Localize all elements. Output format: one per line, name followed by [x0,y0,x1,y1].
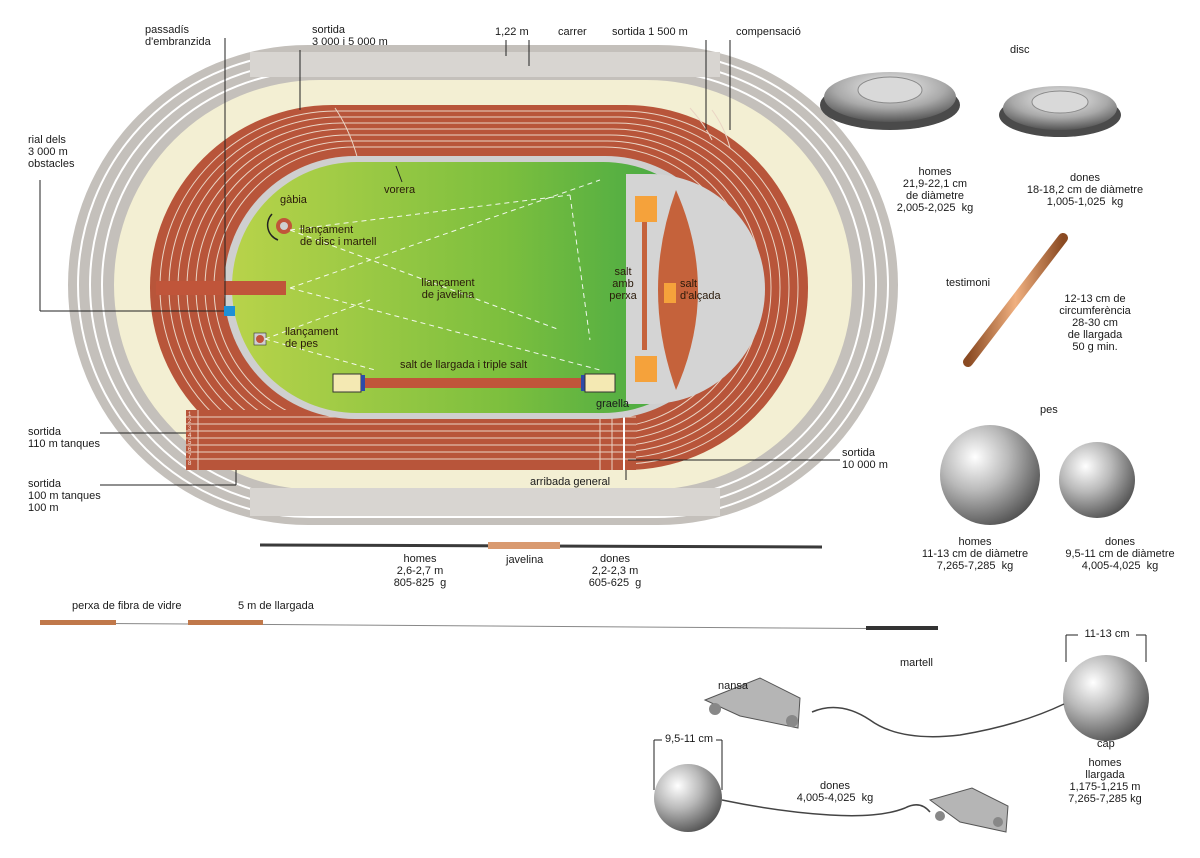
lane-number: 2 [188,419,192,425]
label-compensation: compensació [736,26,801,38]
label-discus-hammer-throw: llançament de disc i martell [300,224,377,248]
javelin-title: javelina [506,554,544,566]
fiberglass-pole [39,620,939,630]
shot-women-spec: dones 9,5-11 cm de diàmetre 4,005-4,025 … [1065,536,1175,572]
hammer-head-diameter-women: 9,5-11 cm [662,733,716,745]
label-start-3000-5000: sortida 3 000 i 5 000 m [312,24,388,48]
pole-length: 5 m de llargada [238,600,314,612]
lane-number: 6 [188,447,192,453]
hammer-men [703,634,1149,741]
label-lane-width: 1,22 m [495,26,529,38]
lane-number: 1 [188,412,192,418]
label-pole-vault: salt amb perxa [609,266,637,302]
shot-put-women [1059,442,1135,518]
baton-title: testimoni [946,277,991,289]
label-long-triple-jump: salt de llargada i triple salt [400,359,528,371]
label-street: carrer [558,26,587,38]
disc-men [820,72,960,130]
shot-put-men [940,425,1040,525]
javelin [259,542,823,549]
label-cage: gàbia [280,194,307,206]
label-javelin-throw: llançament de javelina [421,277,475,301]
hammer-women-spec: dones 4,005-4,025 kg [796,780,874,804]
disc-women [999,86,1121,137]
lane-number: 4 [188,433,192,439]
lane-number: 8 [188,461,192,467]
lane-number: 5 [188,440,192,446]
lane-numbers: 1 2 3 4 5 6 7 8 [188,412,198,468]
baton-spec: 12-13 cm de circumferència 28-30 cm de l… [1059,293,1131,353]
infield [156,156,765,419]
label-curb: vorera [384,184,416,196]
relay-baton [963,233,1068,367]
label-high-jump: salt d'alçada [680,278,721,302]
hammer-handle-label: nansa [718,680,748,692]
callout-lines [39,38,840,486]
shot-title: pes [1040,404,1058,416]
hammer-women [653,739,1009,833]
shot-men-spec: homes 11-13 cm de diàmetre 7,265-7,285 k… [921,536,1029,572]
pole-title: perxa de fibra de vidre [72,600,182,612]
javelin-men-spec: homes 2,6-2,7 m 805-825 g [393,553,447,589]
label-starting-grid: graella [596,398,630,410]
lane-number: 7 [188,454,192,460]
label-start-10000: sortida 10 000 m [842,447,888,471]
label-run-up-runway: passadís d'embranzida [145,24,211,48]
hammer-head-diameter-men: 11-13 cm [1078,628,1136,640]
lane-number: 3 [188,426,192,432]
disc-women-spec: dones 18-18,2 cm de diàmetre 1,005-1,025… [1026,172,1144,208]
hammer-men-spec: homes llargada 1,175-1,215 m 7,265-7,285… [1068,757,1142,805]
javelin-women-spec: dones 2,2-2,3 m 605-625 g [588,553,642,589]
disc-men-spec: homes 21,9-22,1 cm de diàmetre 2,005-2,0… [896,166,974,214]
hammer-head-label: cap [1097,738,1115,750]
label-start-110-hurdles: sortida 110 m tanques [28,426,100,450]
label-shot-put-area: llançament de pes [285,326,339,350]
hammer-title: martell [900,657,934,669]
disc-title: disc [1010,44,1030,56]
label-start-100-hurdles: sortida 100 m tanques 100 m [28,478,101,514]
label-finish-line: arribada general [530,476,611,488]
label-steeplechase-rail: rial dels 3 000 m obstacles [28,134,75,170]
label-start-1500: sortida 1 500 m [612,26,688,38]
